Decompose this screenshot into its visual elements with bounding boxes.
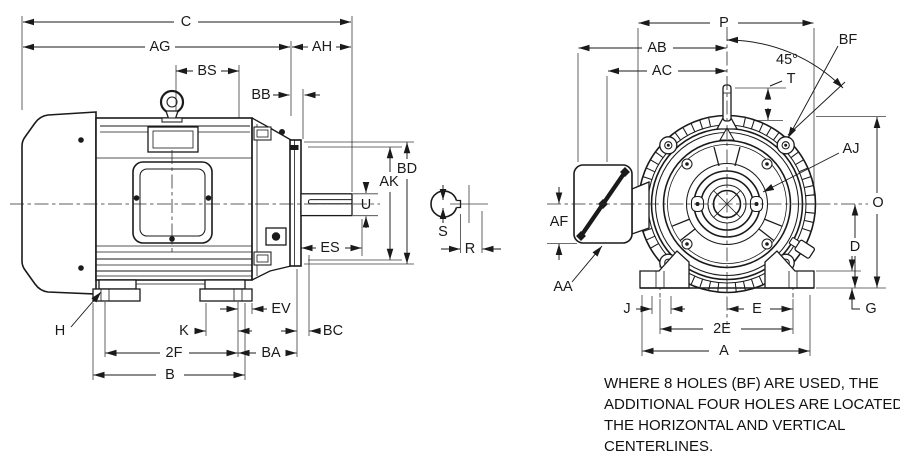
dim-label-c: C [181,14,191,30]
drain-fitting [788,237,816,259]
note-line-1: WHERE 8 HOLES (BF) ARE USED, THE [604,375,879,392]
dim-label-2f: 2F [166,345,183,361]
dim-label-r: R [465,241,475,257]
fan-cover [21,111,97,295]
dim-label-b: B [165,367,175,383]
dim-label-ak: AK [379,174,399,190]
shaft-cross-section [430,185,488,223]
dim-label-p: P [719,15,729,31]
dimension-labels: C AG AH BS BB ES U AK BD S R H K EV BC 2… [55,14,884,383]
dim-label-d: D [850,239,860,255]
dim-label-es: ES [320,240,339,256]
dim-label-ah: AH [312,39,332,55]
dim-label-bs: BS [197,63,216,79]
dim-label-bd: BD [397,161,417,177]
dim-label-ab: AB [647,40,666,56]
note-text: WHERE 8 HOLES (BF) ARE USED, THE ADDITIO… [604,375,900,452]
dim-label-bf: BF [839,32,858,48]
dim-label-aj: AJ [843,141,860,157]
note-line-2: ADDITIONAL FOUR HOLES ARE LOCATED ON [604,396,900,413]
dim-label-j: J [623,301,630,317]
face-holes [681,158,773,250]
motor-front-view [573,84,817,294]
note-line-3: THE HORIZONTAL AND VERTICAL [604,417,845,434]
dim-label-45: 45° [776,52,798,68]
dim-label-aa: AA [553,279,573,295]
mounting-feet-front [639,250,815,289]
motor-side-view [21,89,353,302]
dim-label-ev: EV [271,301,291,317]
dim-label-af: AF [550,214,569,230]
dim-label-ag: AG [150,39,171,55]
dim-label-bc: BC [323,323,343,339]
dim-label-u: U [361,197,371,213]
mounting-feet-side [92,279,253,302]
dim-label-t: T [787,71,796,87]
dimension-lines [23,18,881,379]
dim-label-ba: BA [261,345,281,361]
dim-label-a: A [719,343,729,359]
note-line-4: CENTERLINES. [604,438,713,452]
fan-cover-screw [78,265,84,271]
shaft [300,193,353,217]
conduit-box-side [132,161,213,244]
dim-label-k: K [179,323,189,339]
dim-label-ac: AC [652,63,672,79]
dim-label-o: O [872,195,883,211]
dim-label-2e: 2E [713,321,731,337]
bolt-head [279,129,285,135]
dim-label-h: H [55,323,65,339]
fan-cover-screw [78,137,84,143]
eyebolt [159,89,185,123]
c-face-flange-side [289,139,302,267]
dim-label-bb: BB [251,87,270,103]
dim-label-s: S [438,224,448,240]
dim-label-e: E [752,301,762,317]
dim-label-g: G [865,301,876,317]
drive-end-bracket [251,117,292,281]
